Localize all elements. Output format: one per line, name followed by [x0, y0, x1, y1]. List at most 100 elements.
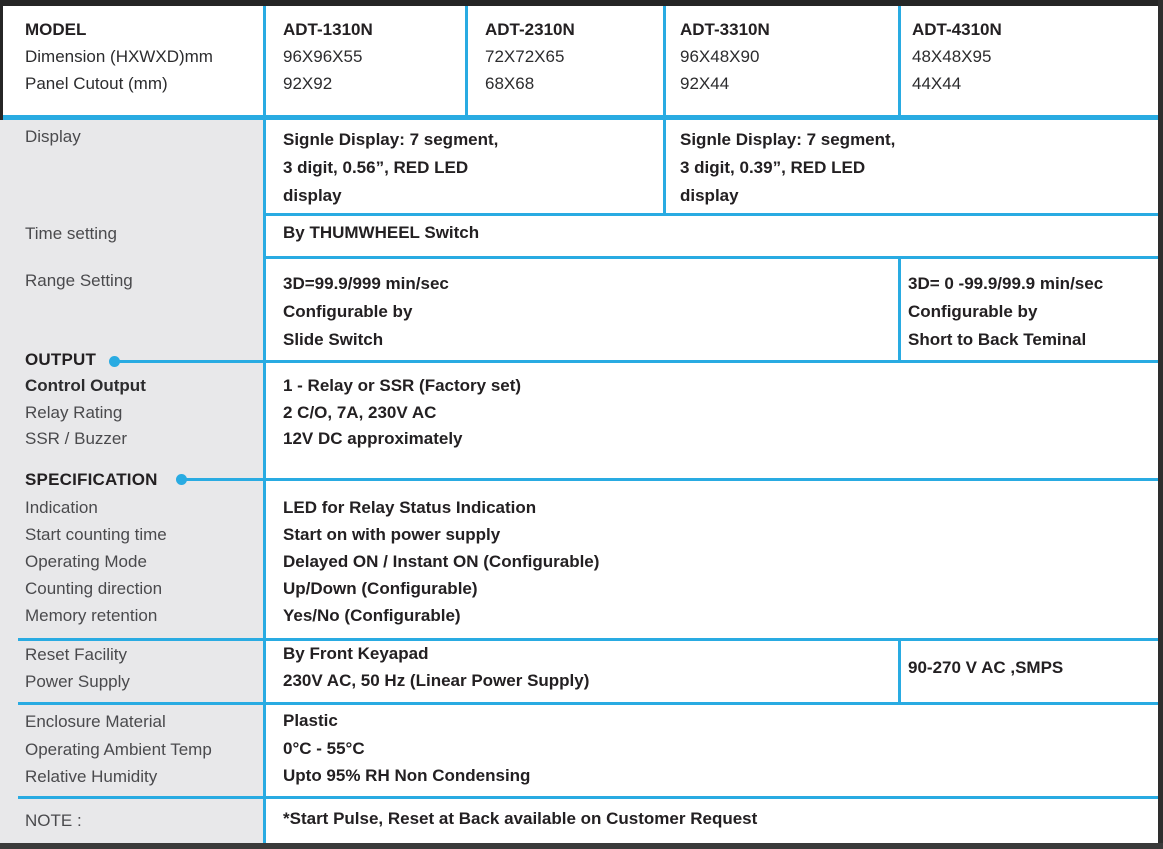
display-line3: display	[680, 186, 739, 205]
model-name: ADT-2310N	[485, 20, 575, 39]
row-divider-under-time-setting	[263, 256, 1163, 259]
specification-value: LED for Relay Status Indication	[283, 498, 537, 517]
display-line3: display	[283, 186, 342, 205]
enclosure-values: Plastic 0°C - 55°C Upto 95% RH Non Conde…	[283, 707, 530, 790]
specification-value: Yes/No (Configurable)	[283, 606, 461, 625]
row-divider-above-reset	[18, 638, 1163, 641]
row-divider-above-note	[18, 796, 1163, 799]
specification-section-title: SPECIFICATION	[25, 470, 158, 489]
bottom-border	[0, 843, 1163, 849]
output-value: 12V DC approximately	[283, 429, 463, 448]
header-underline	[0, 115, 1163, 120]
specification-label: Memory retention	[25, 606, 158, 625]
reset-power-values: By Front Keyapad 230V AC, 50 Hz (Linear …	[283, 641, 589, 694]
relative-humidity-value: Upto 95% RH Non Condensing	[283, 766, 531, 785]
display-lead-bold: Signle Display:	[680, 130, 802, 149]
model-dimension: 48X48X95	[912, 47, 992, 66]
right-border	[1158, 0, 1163, 849]
range-cell-divider	[898, 259, 901, 360]
output-label: Control Output	[25, 376, 146, 395]
top-border	[0, 0, 1163, 6]
display-lead-bold: Signle Display:	[283, 130, 405, 149]
model-column-adt-1310n: ADT-1310N 96X96X55 92X92	[283, 16, 373, 97]
model-name: ADT-3310N	[680, 20, 770, 39]
model-name: ADT-1310N	[283, 20, 373, 39]
column-divider-labels	[263, 6, 266, 843]
label-column-background	[0, 120, 263, 843]
model-dimension: 96X96X55	[283, 47, 363, 66]
model-column-adt-2310n: ADT-2310N 72X72X65 68X68	[485, 16, 575, 97]
range-left-line: 3D=99.9/999 min/sec	[283, 274, 449, 293]
specification-labels: Indication Start counting time Operating…	[25, 494, 167, 629]
model-header-title: MODEL	[25, 20, 87, 39]
left-header-border	[0, 0, 3, 120]
display-line2: 3 digit, 0.56”, RED LED	[283, 158, 469, 177]
range-right-line: Configurable by	[908, 302, 1038, 321]
range-left-line: Configurable by	[283, 302, 413, 321]
enclosure-material-label: Enclosure Material	[25, 712, 166, 731]
row-divider-specification	[181, 478, 1163, 481]
model-dimension: 96X48X90	[680, 47, 760, 66]
power-cell-divider	[898, 641, 901, 702]
model-dimension: 72X72X65	[485, 47, 565, 66]
range-cell-right: 3D= 0 -99.9/99.9 min/sec Configurable by…	[908, 270, 1103, 354]
model-name: ADT-4310N	[912, 20, 1002, 39]
specification-values: LED for Relay Status Indication Start on…	[283, 494, 599, 629]
power-supply-right-value: 90-270 V AC ,SMPS	[908, 658, 1064, 677]
range-right-line: 3D= 0 -99.9/99.9 min/sec	[908, 274, 1104, 293]
row-divider-above-enclosure	[18, 702, 1163, 705]
display-line2: 3 digit, 0.39”, RED LED	[680, 158, 866, 177]
range-right-line: Short to Back Teminal	[908, 330, 1087, 349]
model-header-cell: MODEL Dimension (HXWXD)mm Panel Cutout (…	[25, 16, 213, 97]
column-divider-3310-4310	[898, 6, 901, 115]
output-values: 1 - Relay or SSR (Factory set) 2 C/O, 7A…	[283, 373, 521, 453]
model-cutout: 44X44	[912, 74, 962, 93]
dimension-header-label: Dimension (HXWXD)mm	[25, 47, 213, 66]
note-label: NOTE :	[25, 811, 82, 830]
reset-power-labels: Reset Facility Power Supply	[25, 642, 130, 695]
range-cell-left: 3D=99.9/999 min/sec Configurable by Slid…	[283, 270, 449, 354]
time-setting-label: Time setting	[25, 224, 117, 243]
operating-temp-label: Operating Ambient Temp	[25, 739, 212, 759]
note-value: *Start Pulse, Reset at Back available on…	[283, 809, 758, 828]
row-divider-under-display	[263, 213, 1163, 216]
power-supply-label: Power Supply	[25, 671, 130, 691]
column-divider-1310-2310	[465, 6, 468, 115]
output-section-title: OUTPUT	[25, 350, 97, 369]
range-left-line: Slide Switch	[283, 330, 384, 349]
specification-label: Operating Mode	[25, 552, 147, 571]
output-labels: Control Output Relay Rating SSR / Buzzer	[25, 373, 146, 453]
specification-label: Indication	[25, 498, 98, 517]
model-cutout: 92X44	[680, 74, 730, 93]
enclosure-labels: Enclosure Material Operating Ambient Tem…	[25, 708, 212, 791]
reset-facility-label: Reset Facility	[25, 645, 128, 664]
output-value: 2 C/O, 7A, 230V AC	[283, 402, 437, 422]
specification-value: Up/Down (Configurable)	[283, 579, 478, 598]
column-divider-2310-3310	[663, 6, 666, 216]
display-row-label: Display	[25, 127, 81, 146]
model-cutout: 68X68	[485, 74, 535, 93]
display-line1-rest: 7 segment,	[801, 130, 896, 149]
specification-label: Start counting time	[25, 525, 167, 544]
output-bullet-icon	[109, 356, 120, 367]
relative-humidity-label: Relative Humidity	[25, 767, 158, 786]
range-setting-label: Range Setting	[25, 271, 133, 290]
specification-value: Delayed ON / Instant ON (Configurable)	[283, 552, 600, 571]
display-line1-rest: 7 segment,	[404, 130, 499, 149]
display-cell-right: Signle Display: 7 segment, 3 digit, 0.39…	[680, 126, 895, 210]
panel-cutout-header-label: Panel Cutout (mm)	[25, 74, 168, 93]
display-cell-left: Signle Display: 7 segment, 3 digit, 0.56…	[283, 126, 498, 210]
power-supply-value: 230V AC, 50 Hz (Linear Power Supply)	[283, 670, 590, 690]
output-label: SSR / Buzzer	[25, 429, 128, 448]
enclosure-material-value: Plastic	[283, 711, 338, 730]
operating-temp-value: 0°C - 55°C	[283, 738, 365, 758]
output-value: 1 - Relay or SSR (Factory set)	[283, 376, 522, 395]
row-divider-output	[115, 360, 1163, 363]
model-column-adt-4310n: ADT-4310N 48X48X95 44X44	[912, 16, 1002, 97]
model-column-adt-3310n: ADT-3310N 96X48X90 92X44	[680, 16, 770, 97]
time-setting-value: By THUMWHEEL Switch	[283, 223, 480, 242]
model-cutout: 92X92	[283, 74, 333, 93]
output-label: Relay Rating	[25, 402, 123, 422]
specification-label: Counting direction	[25, 579, 163, 598]
